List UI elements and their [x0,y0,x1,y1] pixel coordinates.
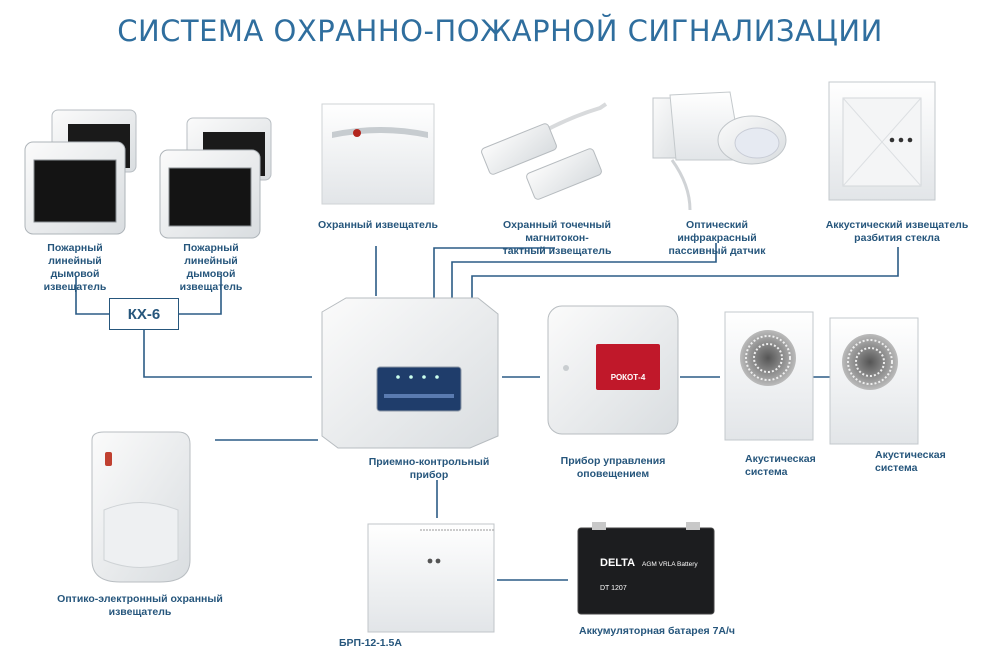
speaker-icon [829,317,919,445]
label-magnetic: Охранный точечный магнитокон-тактный изв… [502,219,612,257]
smoke-detector-icon [159,117,272,239]
battery-brand: DELTA [600,557,635,569]
speaker-icon [724,311,814,441]
wire-magnetic [433,247,555,300]
smoke-detector-icon [24,109,137,235]
wire-smoke2 [179,276,222,315]
notification-panel-icon: РОКОТ-4 [547,305,679,435]
rokot-label: РОКОТ-4 [611,373,646,382]
label-battery: Аккумуляторная батарея 7А/ч [579,625,736,637]
wire-kx6-panel [143,330,312,378]
wire-smoke1 [75,276,109,315]
wire-glass [471,247,899,304]
glass-break-detector-icon [828,81,936,201]
wire-optical [451,243,717,302]
battery-type: AGM VRLA Battery [642,561,698,568]
motion-detector-icon [91,431,191,583]
page-title: СИСТЕМА ОХРАННО-ПОЖАРНОЙ СИГНАЛИЗАЦИИ [117,14,883,48]
label-control-panel: Приемно-контрольный прибор [368,456,490,481]
ir-sensor-icon [652,91,787,211]
power-supply-icon [367,523,495,633]
kx6-box: КХ-6 [109,298,179,330]
magnetic-contact-icon [481,102,608,200]
guard-detector-icon [321,103,435,205]
control-panel-icon [321,297,499,449]
label-psu: БРП-12-1.5А [339,637,402,649]
label-guard: Охранный извещатель [317,219,439,231]
battery-model: DT 1207 [600,585,627,592]
battery-icon: DELTA AGM VRLA Battery DT 1207 [577,522,715,615]
